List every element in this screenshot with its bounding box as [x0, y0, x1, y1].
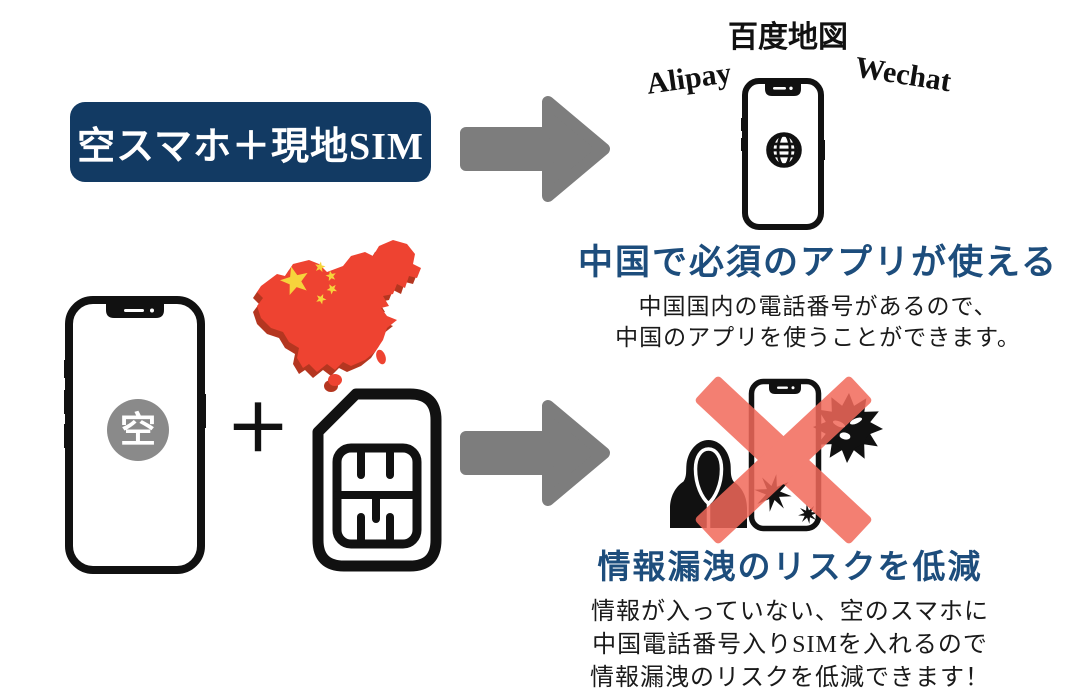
- top-benefit-heading: 中国で必須のアプリが使える: [578, 243, 1058, 282]
- top-benefit-text: 中国で必須のアプリが使える 中国国内の電話番号があるので、 中国のアプリを使うこ…: [558, 234, 1078, 353]
- bottom-benefit-body: 情報が入っていない、空のスマホに 中国電話番号入りSIMを入れるので 情報漏洩の…: [518, 596, 1062, 695]
- app-label-alipay: Alipay: [644, 56, 734, 101]
- bottom-benefit-heading: 情報漏洩のリスクを低減: [597, 550, 983, 586]
- app-label-baidu-maps: 百度地図: [728, 21, 848, 54]
- empty-badge: 空: [107, 399, 169, 461]
- globe-icon: [766, 132, 802, 168]
- app-label-wechat: Wechat: [852, 50, 954, 99]
- plus-icon: ＋: [226, 394, 290, 465]
- smartphone-icon: [741, 78, 825, 230]
- bottom-benefit-line-2: 中国電話番号入りSIMを入れるので: [592, 632, 988, 658]
- source-label-box: 空スマホ＋現地SIM: [70, 102, 431, 182]
- top-benefit-line-2: 中国のアプリを使うことができます。: [615, 325, 1021, 350]
- source-label: 空スマホ＋現地SIM: [77, 125, 424, 168]
- empty-badge-label: 空: [119, 410, 156, 450]
- red-x-icon: [695, 376, 872, 544]
- risk-illustration: [670, 376, 883, 544]
- top-benefit-body: 中国国内の電話番号があるので、 中国のアプリを使うことができます。: [558, 291, 1078, 353]
- bottom-benefit-line-3: 情報漏洩のリスクを低減できます！: [590, 665, 990, 691]
- bottom-benefit-text: 情報漏洩のリスクを低減 情報が入っていない、空のスマホに 中国電話番号入りSIM…: [518, 540, 1062, 695]
- arrow-right-icon: [456, 86, 612, 212]
- top-benefit-line-1: 中国国内の電話番号があるので、: [638, 294, 998, 319]
- china-map-icon: [253, 240, 421, 392]
- sim-card-icon: [312, 388, 442, 572]
- arrow-right-icon: [456, 390, 612, 516]
- bottom-benefit-line-1: 情報が入っていない、空のスマホに: [590, 599, 990, 625]
